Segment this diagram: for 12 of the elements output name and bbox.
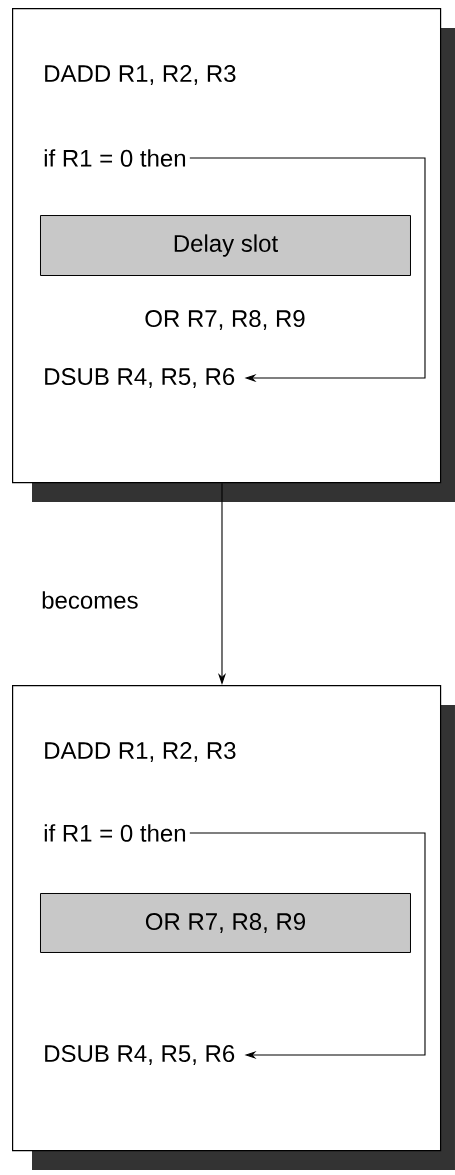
instruction-box: Delay slot [40, 215, 411, 276]
instruction-text: if R1 = 0 then [44, 149, 186, 167]
edge-label: becomes [38, 588, 142, 612]
instruction-box: OR R7, R8, R9 [40, 893, 411, 953]
instruction-text: DADD R1, R2, R3 [45, 65, 236, 85]
instruction-text: DADD R1, R2, R3 [45, 742, 236, 762]
instruction-text: DSUB R4, R5, R6 [45, 1045, 235, 1065]
arrow [189, 157, 426, 383]
instruction-text: if R1 = 0 then [44, 824, 186, 842]
instruction-text: DSUB R4, R5, R6 [45, 368, 235, 388]
arrow [189, 832, 426, 1060]
instruction-text: OR R7, R8, R9 [145, 310, 305, 330]
